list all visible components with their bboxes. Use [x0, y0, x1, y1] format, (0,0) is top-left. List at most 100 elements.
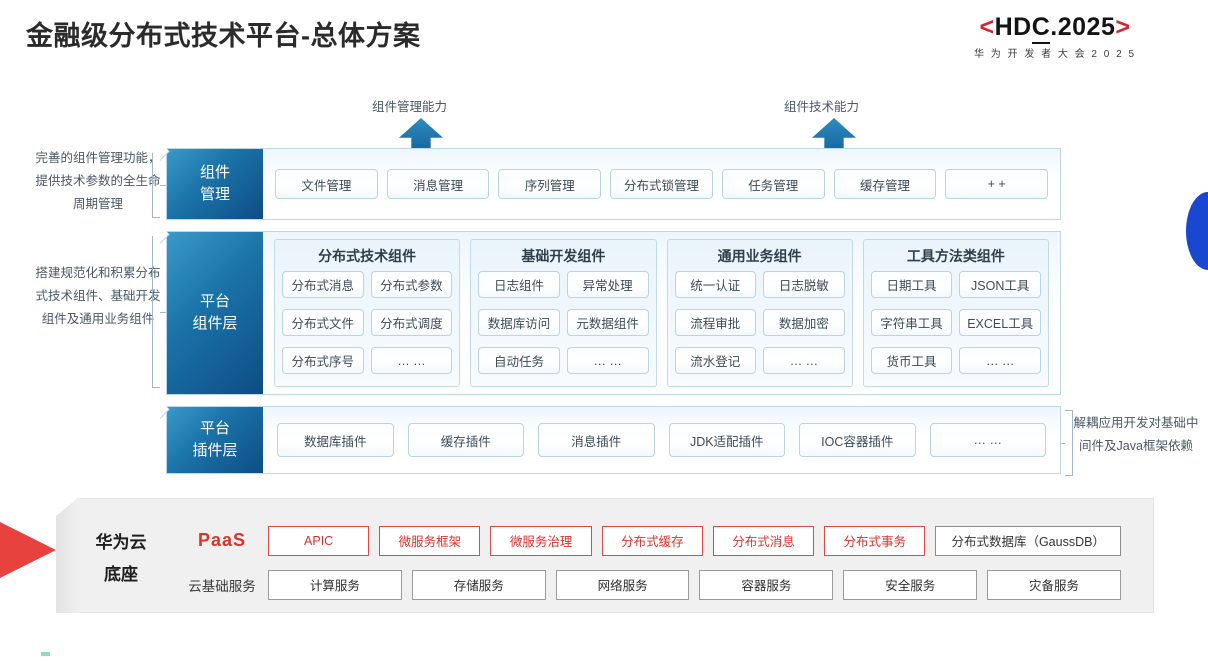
- hdc-bracket-left-icon: <: [979, 13, 995, 41]
- base-panel-rows: PaaS APIC 微服务框架 微服务治理 分布式缓存 分布式消息 分布式事务 …: [176, 524, 1121, 601]
- chip-component[interactable]: 分布式参数: [370, 271, 453, 298]
- chip-plugin-more[interactable]: … …: [929, 423, 1046, 457]
- page-title: 金融级分布式技术平台-总体方案: [26, 21, 421, 51]
- paas-cell-distributed-database[interactable]: 分布式数据库（GaussDB）: [935, 525, 1121, 556]
- chip-component-management[interactable]: 任务管理: [721, 169, 825, 199]
- chip-component-management[interactable]: 分布式锁管理: [610, 169, 713, 199]
- bracket-left-bottom: [152, 236, 167, 388]
- group-distributed-tech: 分布式技术组件 分布式消息 分布式参数 分布式文件 分布式调度 分布式序号 … …: [274, 239, 461, 387]
- paas-cells: APIC 微服务框架 微服务治理 分布式缓存 分布式消息 分布式事务 分布式数据…: [268, 525, 1121, 556]
- paas-cell-apic[interactable]: APIC: [268, 525, 370, 556]
- hdc-logo-post: .2025: [1050, 13, 1116, 41]
- chip-component-management-more[interactable]: + +: [945, 169, 1049, 199]
- side-note-left-top: 完善的组件管理功能，提供技术参数的全生命周期管理: [35, 151, 161, 212]
- chip-plugin[interactable]: 消息插件: [538, 423, 655, 457]
- basic-services-row-tag: 云基础服务: [188, 578, 256, 594]
- group-grid: 日志组件 异常处理 数据库访问 元数据组件 自动任务 … …: [478, 271, 649, 380]
- basic-services-cells: 计算服务 存储服务 网络服务 容器服务 安全服务 灾备服务: [268, 569, 1121, 600]
- paas-cell-microservice-framework[interactable]: 微服务框架: [379, 525, 481, 556]
- chip-plugin[interactable]: 数据库插件: [277, 423, 394, 457]
- layer-component-management: 组件 管理 文件管理 消息管理 序列管理 分布式锁管理 任务管理 缓存管理 + …: [166, 148, 1061, 220]
- bracket-right: [1058, 410, 1073, 476]
- layer-label-line-1: 平台: [199, 420, 230, 438]
- chip-component[interactable]: 元数据组件: [566, 309, 649, 336]
- paas-cell-distributed-message[interactable]: 分布式消息: [712, 525, 815, 556]
- paas-cell-microservice-governance[interactable]: 微服务治理: [490, 525, 592, 556]
- layer-label-platform-plugin: 平台 插件层: [167, 407, 263, 473]
- group-grid: 分布式消息 分布式参数 分布式文件 分布式调度 分布式序号 … …: [282, 271, 453, 380]
- hdc-logo-wordmark: <HDC.2025>: [920, 13, 1190, 44]
- chip-component[interactable]: 日期工具: [870, 271, 953, 298]
- group-title: 基础开发组件: [521, 248, 606, 264]
- layer-label-platform-component: 平台 组件层: [167, 232, 263, 394]
- group-title: 分布式技术组件: [318, 248, 417, 264]
- chip-component-management[interactable]: 消息管理: [386, 169, 490, 199]
- layer-body-component-management: 文件管理 消息管理 序列管理 分布式锁管理 任务管理 缓存管理 + +: [263, 149, 1060, 219]
- basic-services-row: 云基础服务 计算服务 存储服务 网络服务 容器服务 安全服务 灾备服务: [176, 568, 1121, 601]
- chip-component[interactable]: 分布式文件: [282, 309, 364, 336]
- basic-cell-security[interactable]: 安全服务: [843, 569, 978, 600]
- chip-component[interactable]: 货币工具: [870, 347, 953, 374]
- group-grid: 统一认证 日志脱敏 流程审批 数据加密 流水登记 … …: [674, 271, 845, 380]
- group-tool-method: 工具方法类组件 日期工具 JSON工具 字符串工具 EXCEL工具 货币工具 ……: [862, 239, 1049, 387]
- group-basic-dev: 基础开发组件 日志组件 异常处理 数据库访问 元数据组件 自动任务 … …: [470, 239, 657, 387]
- basic-cell-network[interactable]: 网络服务: [555, 569, 690, 600]
- chip-component-management[interactable]: 文件管理: [275, 169, 378, 199]
- chip-component[interactable]: 分布式序号: [282, 347, 364, 374]
- chip-component-management[interactable]: 序列管理: [498, 169, 602, 199]
- red-wedge-decoration: [0, 500, 56, 600]
- chip-component[interactable]: 数据加密: [763, 309, 845, 336]
- hdc-logo-underlined: C: [1031, 13, 1051, 44]
- chip-component[interactable]: 字符串工具: [870, 309, 953, 336]
- chip-component[interactable]: 自动任务: [478, 347, 560, 374]
- chip-component-more[interactable]: … …: [959, 347, 1041, 374]
- layer-label-line-2: 插件层: [192, 442, 238, 459]
- layer-label-line-2: 管理: [199, 186, 230, 203]
- chip-component[interactable]: 流程审批: [674, 309, 757, 336]
- layer-body-platform-component: 分布式技术组件 分布式消息 分布式参数 分布式文件 分布式调度 分布式序号 … …: [263, 232, 1060, 394]
- chip-component-more[interactable]: … …: [763, 347, 845, 374]
- side-note-right: 解耦应用开发对基础中间件及Java框架依赖: [1073, 416, 1199, 454]
- paas-cell-distributed-cache[interactable]: 分布式缓存: [601, 525, 703, 556]
- hdc-bracket-right-icon: >: [1115, 13, 1131, 41]
- base-title-line-2: 底座: [104, 565, 138, 585]
- chip-plugin[interactable]: IOC容器插件: [799, 423, 916, 457]
- chip-component-more[interactable]: … …: [370, 347, 453, 374]
- chip-component[interactable]: 异常处理: [566, 271, 649, 298]
- chip-plugin[interactable]: 缓存插件: [407, 423, 524, 457]
- chip-component[interactable]: 分布式消息: [282, 271, 364, 298]
- hdc-logo: <HDC.2025> 华 为 开 发 者 大 会 2 0 2 5: [920, 13, 1190, 61]
- layer-body-platform-plugin: 数据库插件 缓存插件 消息插件 JDK适配插件 IOC容器插件 … …: [263, 407, 1060, 473]
- chip-component-management[interactable]: 缓存管理: [833, 169, 937, 199]
- hdc-logo-pre: HD: [994, 13, 1032, 41]
- basic-cell-container[interactable]: 容器服务: [699, 569, 834, 600]
- group-title: 通用业务组件: [717, 248, 802, 264]
- basic-cell-disaster-recovery[interactable]: 灾备服务: [987, 569, 1121, 600]
- bracket-left-top: [152, 152, 167, 218]
- layer-label-component-management: 组件 管理: [167, 149, 263, 219]
- chip-component[interactable]: 分布式调度: [370, 309, 453, 336]
- paas-row: PaaS APIC 微服务框架 微服务治理 分布式缓存 分布式消息 分布式事务 …: [176, 524, 1121, 557]
- green-marker-decoration: [41, 652, 50, 656]
- chip-component[interactable]: 日志脱敏: [763, 271, 845, 298]
- arrow-label-component-management: 组件管理能力: [372, 100, 448, 114]
- basic-cell-compute[interactable]: 计算服务: [268, 569, 402, 600]
- base-title-line-1: 华为云: [95, 533, 147, 552]
- group-common-business: 通用业务组件 统一认证 日志脱敏 流程审批 数据加密 流水登记 … …: [666, 239, 853, 387]
- chip-component[interactable]: 流水登记: [674, 347, 757, 374]
- layer-platform-component: 平台 组件层 分布式技术组件 分布式消息 分布式参数 分布式文件 分布式调度 分…: [166, 231, 1061, 395]
- chip-component[interactable]: 数据库访问: [478, 309, 560, 336]
- hdc-logo-subtitle: 华 为 开 发 者 大 会 2 0 2 5: [973, 49, 1137, 61]
- basic-cell-storage[interactable]: 存储服务: [411, 569, 546, 600]
- base-panel-title: 华为云 底座: [74, 527, 168, 592]
- paas-cell-distributed-transaction[interactable]: 分布式事务: [824, 525, 926, 556]
- chip-plugin[interactable]: JDK适配插件: [668, 423, 785, 457]
- layer-label-line-1: 组件: [199, 164, 230, 182]
- chip-component[interactable]: 日志组件: [478, 271, 560, 298]
- layer-platform-plugin: 平台 插件层 数据库插件 缓存插件 消息插件 JDK适配插件 IOC容器插件 ……: [166, 406, 1061, 474]
- layer-label-line-1: 平台: [199, 293, 230, 311]
- chip-component[interactable]: EXCEL工具: [959, 309, 1041, 336]
- chip-component[interactable]: 统一认证: [674, 271, 757, 298]
- chip-component[interactable]: JSON工具: [959, 271, 1041, 298]
- chip-component-more[interactable]: … …: [566, 347, 649, 374]
